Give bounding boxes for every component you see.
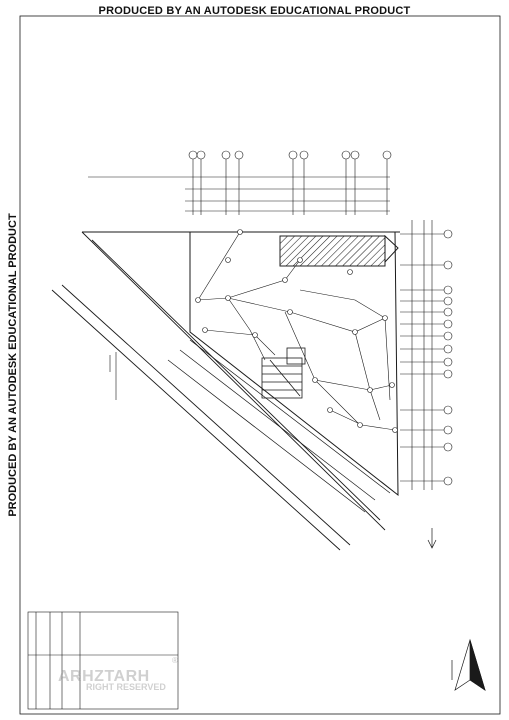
rights-watermark: RIGHT RESERVED [86,682,166,692]
registered-mark: ® [172,656,178,665]
watermark-top: PRODUCED BY AN AUTODESK EDUCATIONAL PROD… [98,5,411,17]
street-lines [167,339,391,513]
north-arrow-icon [451,638,486,691]
watermark-side: PRODUCED BY AN AUTODESK EDUCATIONAL PROD… [7,213,19,517]
top-grid-axes [88,150,392,215]
stair-core [261,347,306,399]
sheet-border [19,15,501,715]
right-grid-axes [400,220,453,490]
elevation-marker-icon [427,528,437,549]
column-nodes [195,229,398,433]
brand-watermark: ARHZTARH [58,668,150,685]
title-block [27,611,179,710]
road-annotation [109,352,117,400]
site-boundary [51,231,400,551]
